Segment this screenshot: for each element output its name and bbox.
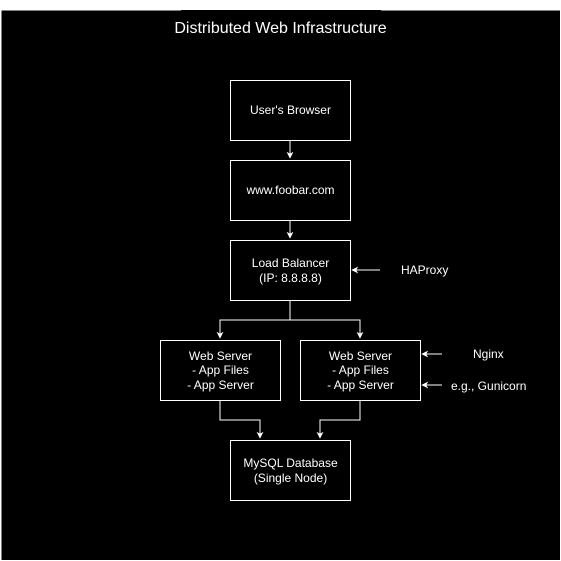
annotation-nginx: Nginx — [473, 347, 504, 361]
node-users-browser: User's Browser — [230, 80, 351, 141]
edge-load-balancer-to-web-server-2 — [289, 300, 364, 339]
node-label-line: - App Files — [192, 363, 249, 378]
node-label-line: - App Server — [187, 377, 254, 392]
node-mysql-database: MySQL Database(Single Node) — [230, 440, 351, 501]
node-label-line: Web Server — [328, 348, 393, 363]
node-label-line: www.foobar.com — [246, 183, 335, 198]
node-domain: www.foobar.com — [230, 160, 351, 221]
edge-web-server-2-to-database — [316, 400, 361, 439]
node-label-line: (Single Node) — [253, 470, 328, 485]
node-label-line: (IP: 8.8.8.8) — [259, 270, 322, 285]
node-label-line: User's Browser — [250, 103, 331, 118]
node-label-line: - App Server — [327, 377, 394, 392]
node-label-line: MySQL Database — [243, 456, 338, 470]
annotation-haproxy: HAProxy — [401, 263, 449, 277]
node-web-server-1: Web Server- App Files- App Server — [160, 340, 281, 401]
node-load-balancer: Load Balancer(IP: 8.8.8.8) — [230, 240, 351, 301]
diagram-title: Distributed Web Infrastructure — [174, 20, 387, 37]
annotation-gunicorn: e.g., Gunicorn — [451, 379, 527, 393]
node-label-line: Load Balancer — [251, 256, 330, 270]
node-label-line: Web Server — [188, 348, 253, 363]
node-web-server-2: Web Server- App Files- App Server — [300, 340, 421, 401]
edge-web-server-1-to-database — [219, 400, 264, 439]
node-label-line: - App Files — [332, 363, 389, 378]
